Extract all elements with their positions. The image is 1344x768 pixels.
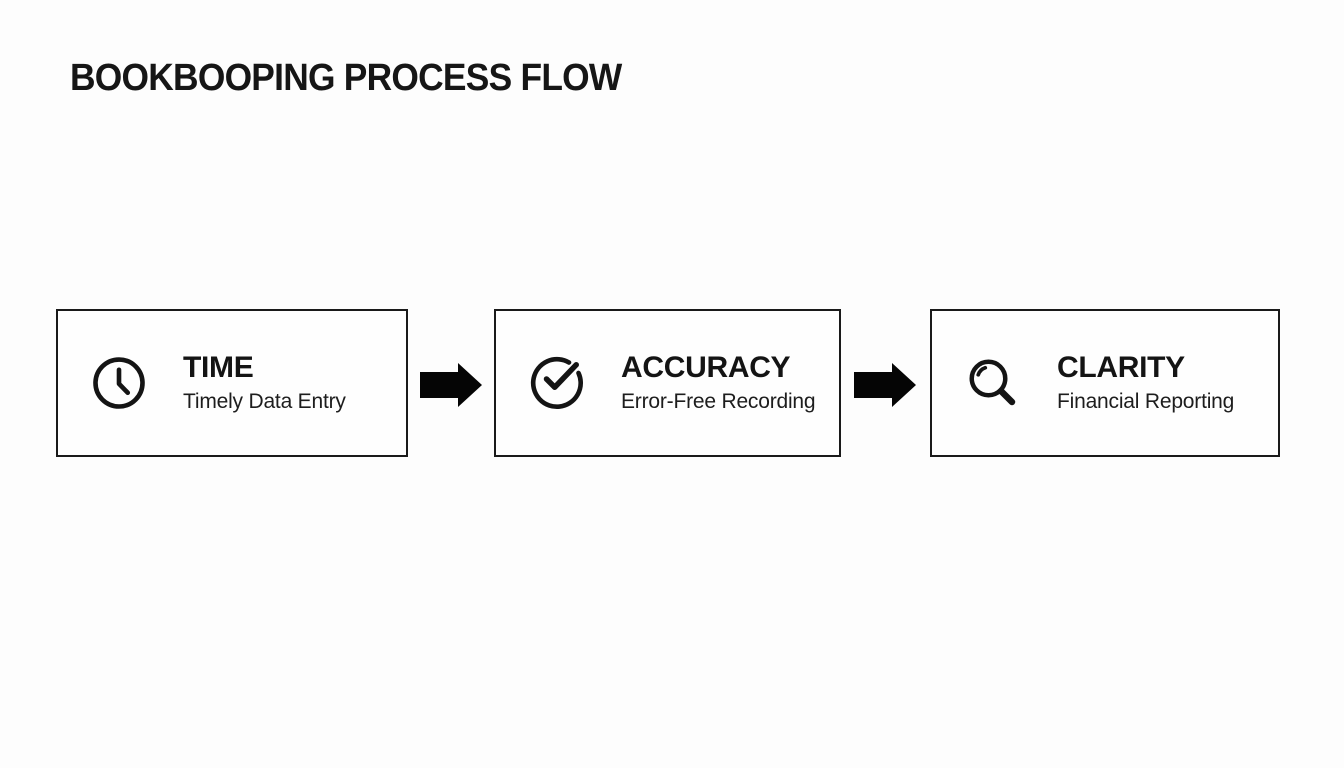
check-circle-icon: [530, 356, 583, 410]
clock-icon: [93, 357, 145, 409]
magnifying-glass-icon: [969, 359, 1016, 406]
step-text-time: TIME Timely Data Entry: [183, 352, 346, 414]
step-text-clarity: CLARITY Financial Reporting: [1057, 352, 1234, 414]
page-title: BOOKBOOPING PROCESS FLOW: [70, 57, 622, 99]
step-box-clarity: CLARITY Financial Reporting: [930, 309, 1280, 457]
step-heading: ACCURACY: [621, 351, 791, 385]
step-box-time: TIME Timely Data Entry: [56, 309, 408, 457]
flow-arrow-icon: [420, 363, 482, 407]
step-heading: CLARITY: [1057, 351, 1185, 385]
step-subtitle: Error-Free Recording: [621, 389, 816, 413]
step-text-accuracy: ACCURACY Error-Free Recording: [621, 351, 816, 414]
step-subtitle: Financial Reporting: [1057, 389, 1235, 413]
flow-arrow-icon: [854, 363, 916, 407]
step-heading: TIME: [183, 351, 254, 385]
step-box-accuracy: ACCURACY Error-Free Recording: [494, 309, 841, 457]
step-subtitle: Timely Data Entry: [183, 389, 346, 413]
